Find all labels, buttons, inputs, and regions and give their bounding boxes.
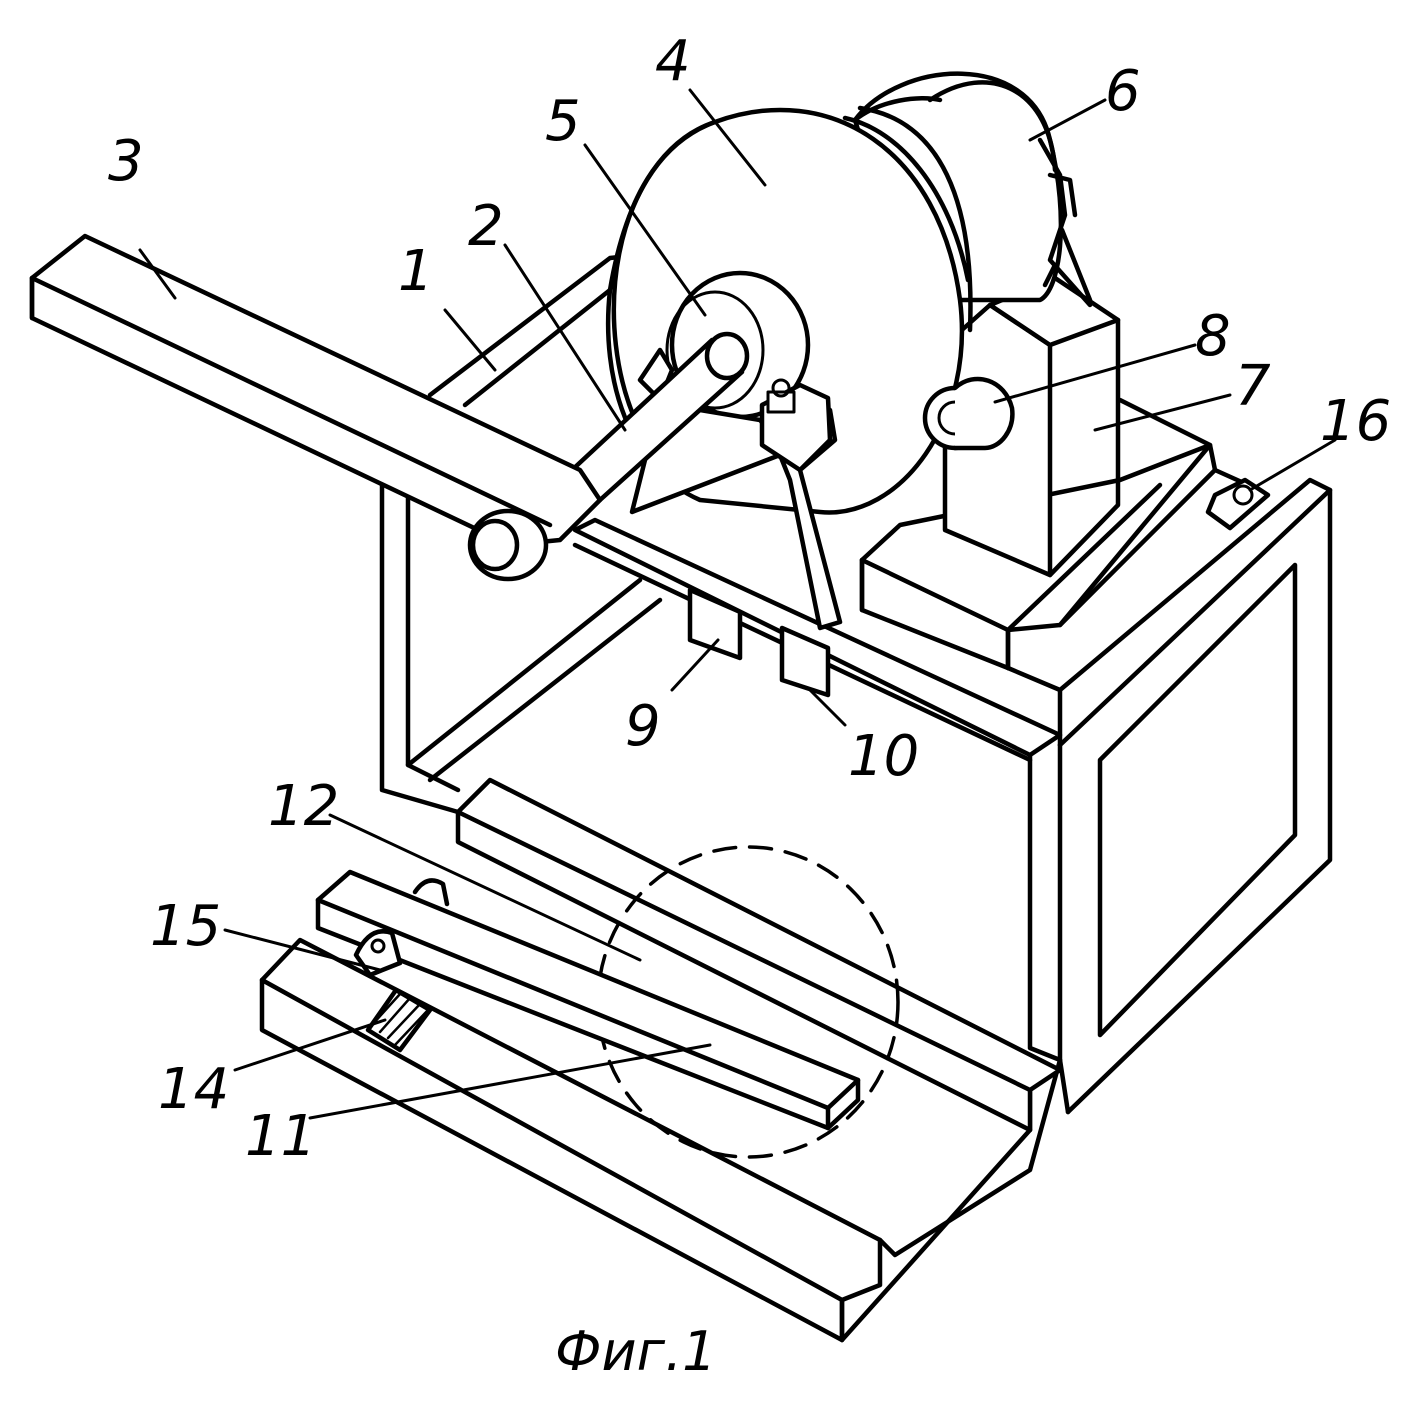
- label-3: 3: [108, 129, 144, 194]
- label-6: 6: [1105, 59, 1141, 124]
- lever-3: [32, 236, 600, 579]
- spring-14: [368, 990, 430, 1050]
- label-1: 1: [398, 239, 434, 304]
- label-7: 7: [1235, 354, 1271, 419]
- label-16: 16: [1320, 389, 1391, 454]
- label-15: 15: [150, 894, 221, 959]
- label-12: 12: [268, 774, 339, 839]
- label-14: 14: [158, 1057, 229, 1122]
- label-9: 9: [625, 694, 661, 759]
- figure-caption: Фиг.1: [555, 1320, 716, 1383]
- label-8: 8: [1195, 304, 1231, 369]
- label-4: 4: [655, 29, 691, 94]
- label-5: 5: [545, 89, 581, 154]
- label-2: 2: [468, 194, 504, 259]
- label-10: 10: [848, 724, 919, 789]
- label-11: 11: [245, 1104, 316, 1169]
